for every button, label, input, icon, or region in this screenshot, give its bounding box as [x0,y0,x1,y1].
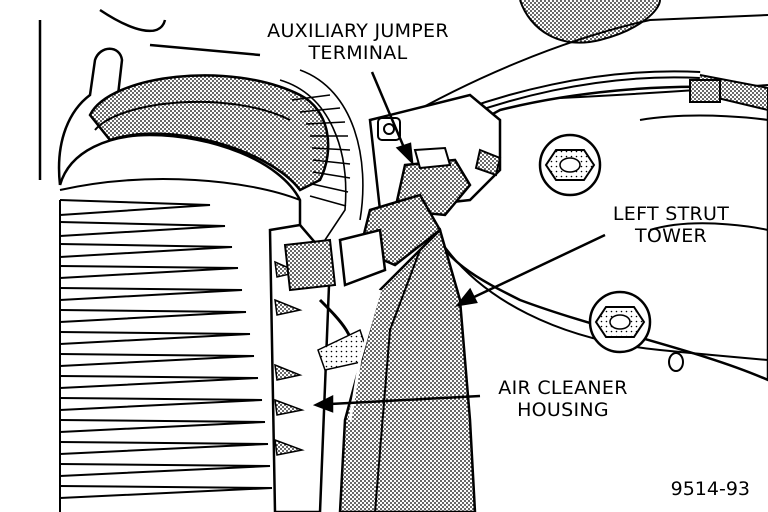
air-cleaner-grille [59,199,273,512]
strut-bolt-upper [538,133,602,197]
label-auxiliary-jumper-terminal-line1: AUXILIARY JUMPER [267,20,449,42]
upper-hose [58,74,330,240]
label-auxiliary-jumper-terminal: AUXILIARY JUMPER TERMINAL [248,20,468,64]
leader-lines [312,71,606,413]
figure-number: 9514-93 [670,478,750,500]
label-air-cleaner-housing: AIR CLEANER HOUSING [478,377,648,421]
fan-shroud [279,69,364,241]
radiator-support [38,8,261,186]
label-left-strut-tower-line2: TOWER [634,225,708,247]
housing-edge [268,223,332,512]
label-air-cleaner-housing-line2: HOUSING [517,399,609,421]
air-cleaner-housing [338,227,477,512]
boot-connectors [283,193,442,371]
label-air-cleaner-housing-line1: AIR CLEANER [498,377,628,399]
strut-bolt-lower [588,290,652,354]
label-auxiliary-jumper-terminal-line2: TERMINAL [308,42,408,64]
label-left-strut-tower: LEFT STRUT TOWER [596,203,746,247]
label-left-strut-tower-line1: LEFT STRUT [612,203,730,225]
